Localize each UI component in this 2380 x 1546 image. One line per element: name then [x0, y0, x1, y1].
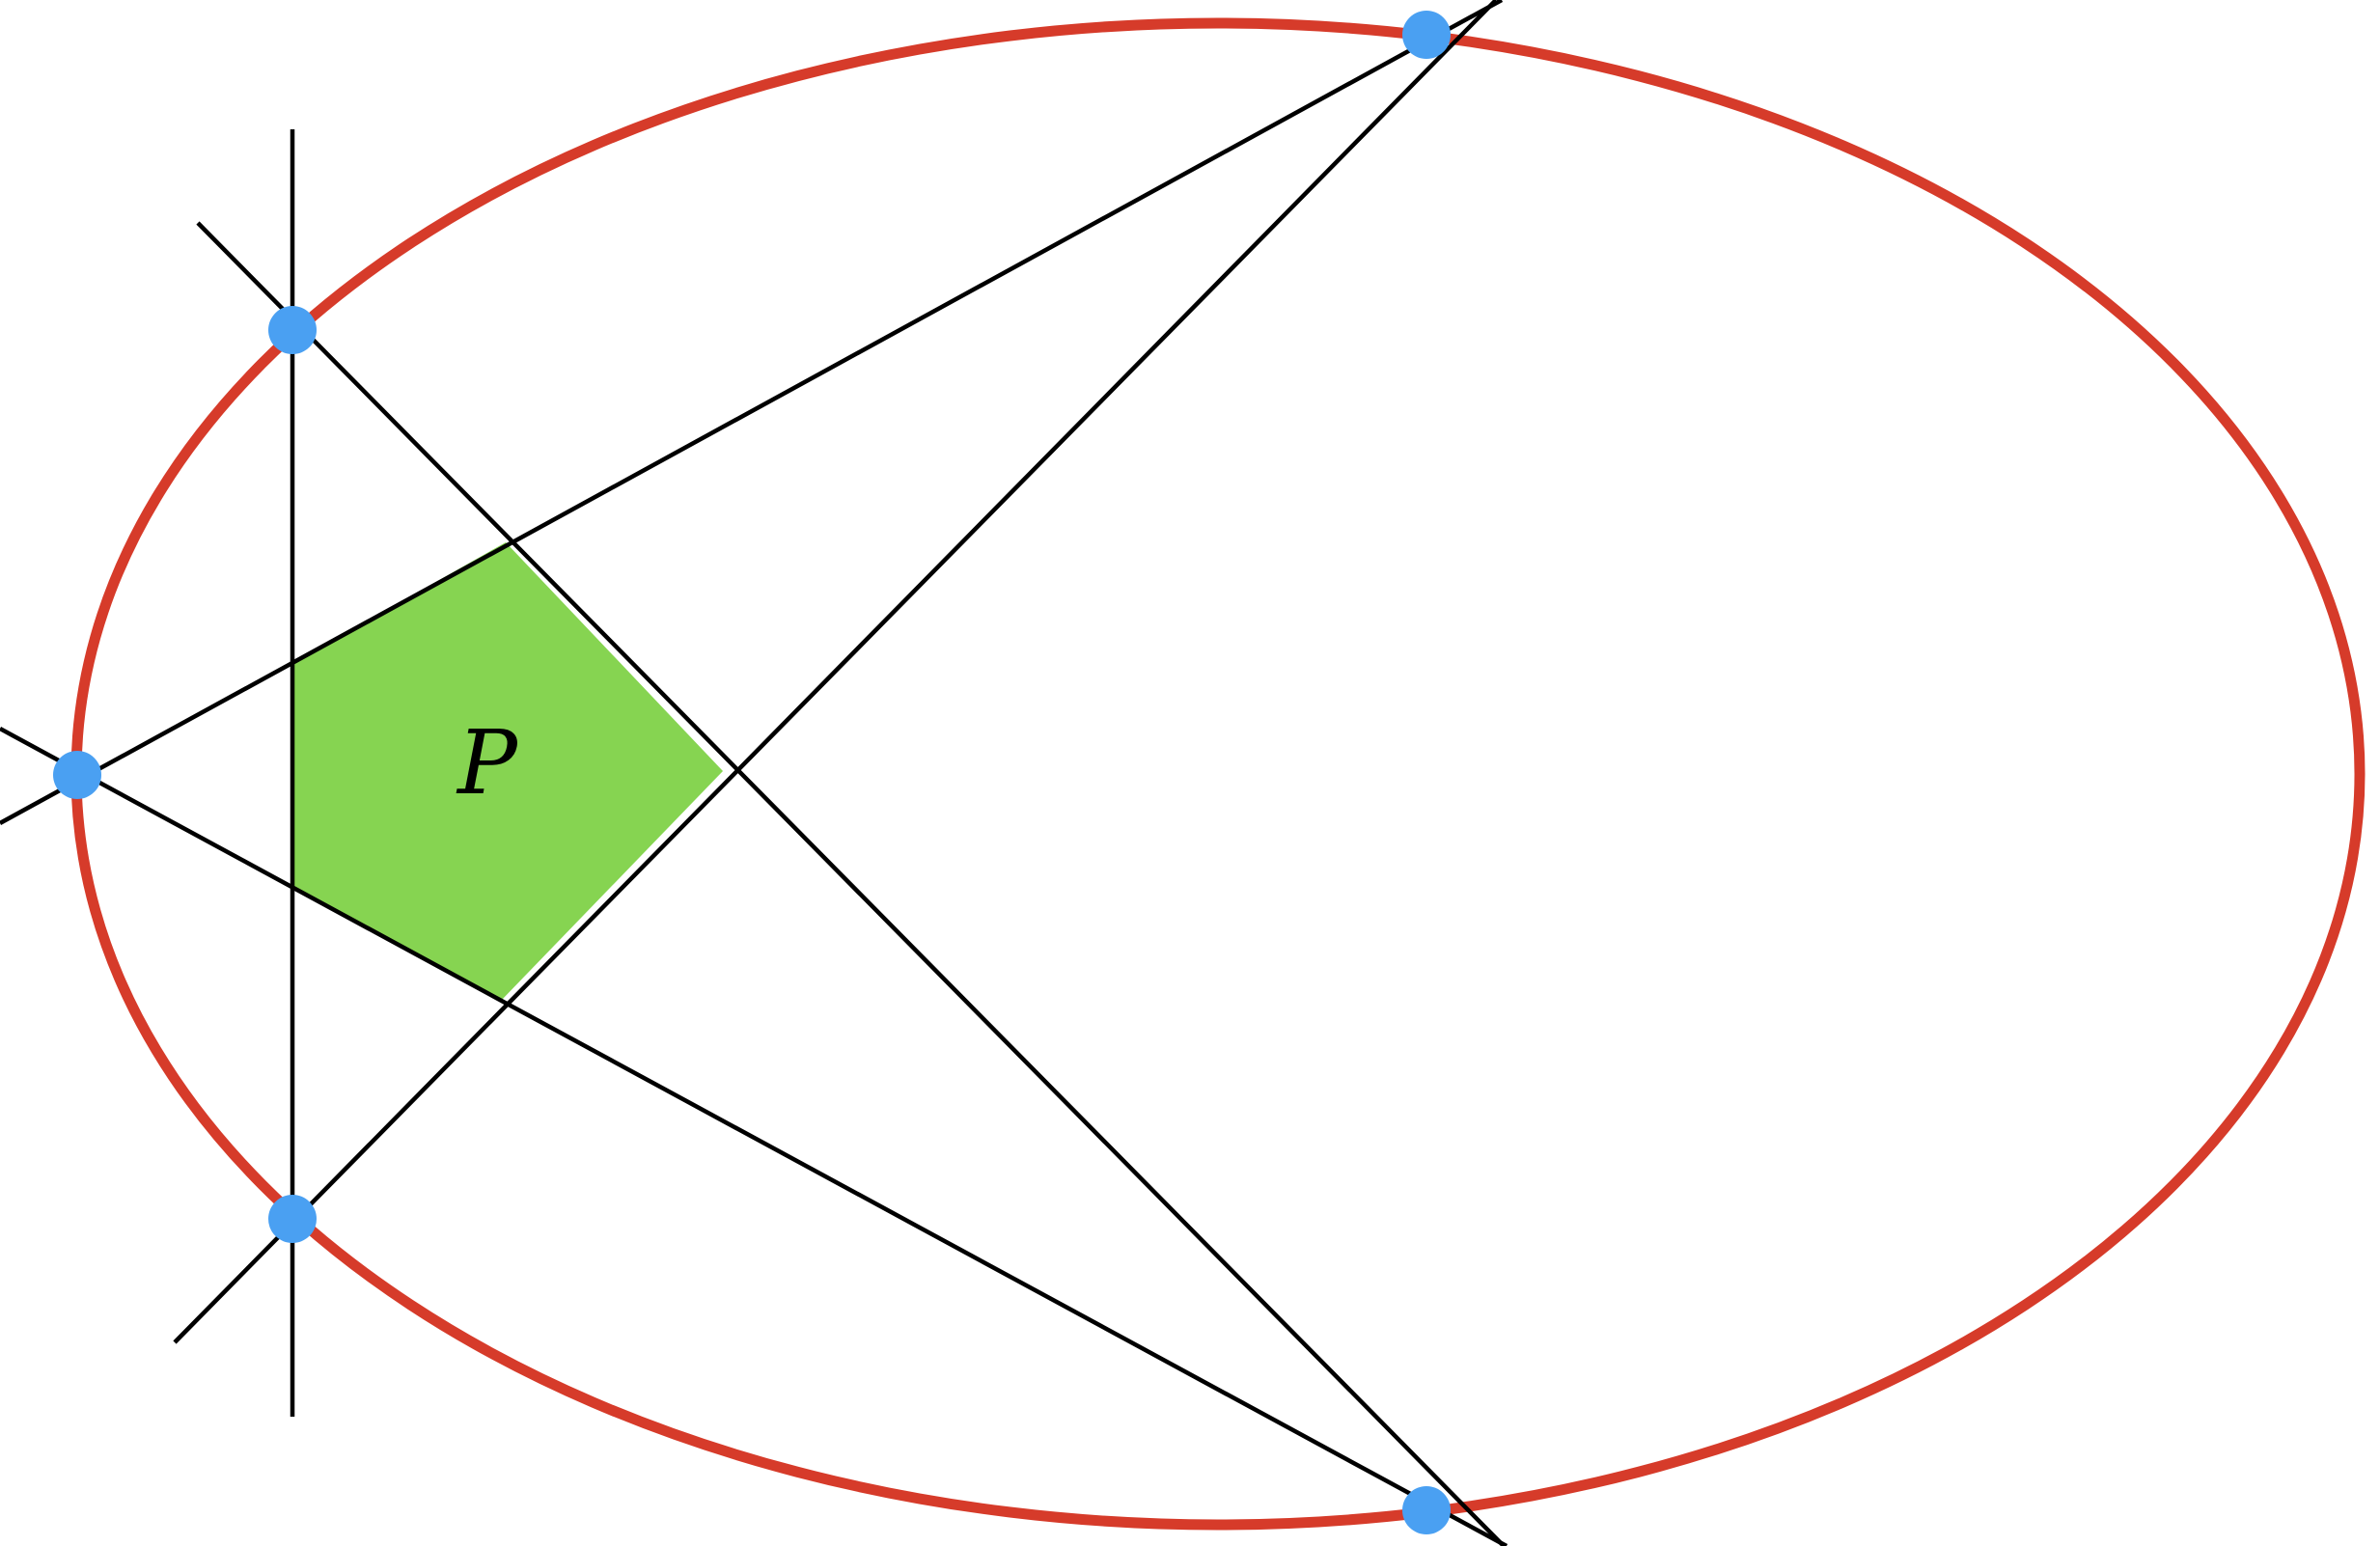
point-upper-left — [268, 306, 317, 354]
point-top — [1402, 11, 1451, 59]
region-label: P — [456, 711, 519, 814]
point-left — [53, 751, 101, 799]
line-upper-left-to-bottom-right — [196, 221, 1506, 1546]
line-left-to-bottom-right — [0, 727, 1508, 1546]
line-lower-left-to-top-right — [173, 0, 1498, 1344]
line-left-to-top-right — [0, 0, 1504, 825]
point-lower-left — [268, 1195, 317, 1243]
point-bottom — [1402, 1486, 1451, 1534]
region-p — [292, 542, 723, 1001]
